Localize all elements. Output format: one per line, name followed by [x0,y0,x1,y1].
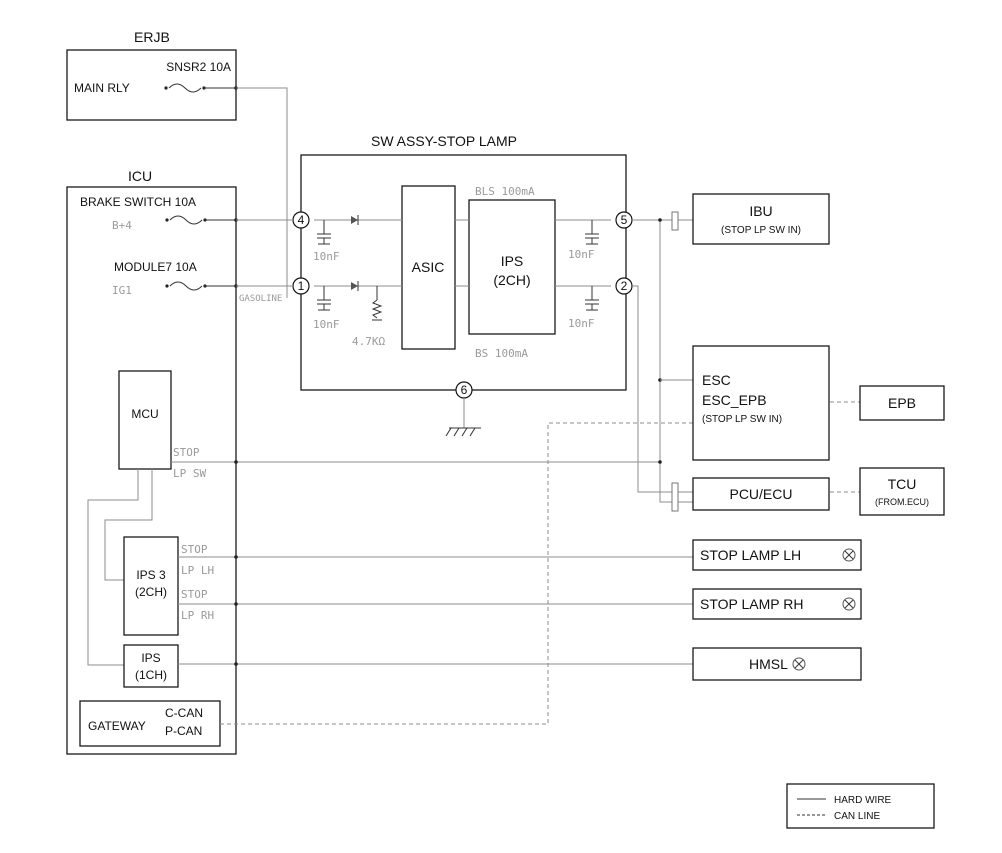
pcu-ecu-title: PCU/ECU [729,486,792,502]
ibu-box [692,193,830,245]
stop-lp-sw-label: STOP [173,446,200,459]
erjb-box [66,49,237,121]
gasoline-label: GASOLINE [239,294,282,304]
stop-lp-lh-label-2: LP LH [181,564,214,577]
ips3-ch-label: (2CH) [135,585,167,599]
ground-icon [445,398,481,437]
legend-hard-wire: HARD WIRE [834,795,892,806]
resistor-icon [371,286,383,321]
epb-box [859,385,945,421]
stop-lp-lh-label: STOP [181,543,208,556]
pin-2: 2 [615,277,633,295]
capacitor-icon [317,220,331,245]
gateway-block [79,700,221,747]
fuse-icon [164,83,206,93]
ips-label: IPS [501,253,524,269]
stop-lp-sw-label-2: LP SW [173,467,206,480]
cap-label: 10nF [568,317,595,330]
erjb-title: ERJB [134,29,170,45]
icu-title: ICU [128,168,152,184]
module7-label: MODULE7 10A [114,260,197,274]
tcu-box [859,467,945,516]
ips1-label: IPS [141,651,160,665]
cap-label: 10nF [313,250,340,263]
ips-2ch-block [468,199,556,335]
stop-lp-rh-label: STOP [181,588,208,601]
hmsl-label: HMSL [749,656,788,672]
stop-lp-rh-label-2: LP RH [181,609,214,622]
lamp-bulb-icon [792,657,806,671]
stop-lamp-lh-box [692,539,862,571]
erjb-relay-label: MAIN RLY [74,81,130,95]
brake-switch-label: BRAKE SWITCH 10A [80,195,196,209]
sw-assy-title: SW ASSY-STOP LAMP [371,133,517,149]
ibu-title: IBU [749,203,772,219]
esc-label: ESC [702,372,731,388]
stop-lamp-rh-label: STOP LAMP RH [700,596,803,612]
pin-6: 6 [455,381,473,399]
esc-box [692,345,830,461]
p-can-label: P-CAN [165,724,202,738]
resistor-label: 4.7KΩ [352,335,385,348]
bls-label: BLS 100mA [475,185,535,198]
pin-4: 4 [292,211,310,229]
svg-text:5: 5 [621,213,628,227]
tcu-sub: (FROM.ECU) [875,497,929,507]
sw-assy-box [300,154,627,391]
asic-label: ASIC [412,259,445,275]
b4-label: B+4 [112,219,132,232]
ips3-block [123,536,179,636]
asic-block [401,185,456,350]
ips1-ch-label: (1CH) [135,668,167,682]
stop-lamp-lh-label: STOP LAMP LH [700,547,801,563]
svg-text:4: 4 [298,213,305,227]
bs-label: BS 100mA [475,347,528,360]
capacitor-icon [585,220,599,245]
capacitor-icon [317,286,331,311]
svg-text:1: 1 [298,279,305,293]
cap-label: 10nF [313,318,340,331]
svg-text:6: 6 [461,383,468,397]
cap-label: 10nF [568,248,595,261]
capacitor-icon [585,286,599,311]
lamp-bulb-icon [842,548,856,562]
ig1-label: IG1 [112,284,132,297]
lamp-bulb-icon [842,597,856,611]
ips-ch-label: (2CH) [493,272,530,288]
pin-5: 5 [615,211,633,229]
esc-epb-label: ESC_EPB [702,392,767,408]
svg-text:2: 2 [621,279,628,293]
connector-icon [671,211,679,231]
c-can-label: C-CAN [165,706,203,720]
hmsl-box [692,647,862,681]
mcu-label: MCU [131,407,158,421]
pcu-ecu-box [692,477,830,511]
ips1-block [123,644,179,688]
epb-title: EPB [888,395,916,411]
mcu-block [118,370,172,470]
ibu-sub: (STOP LP SW IN) [721,225,801,236]
ips3-label: IPS 3 [136,568,166,582]
gateway-label: GATEWAY [88,719,146,733]
esc-sub: (STOP LP SW IN) [702,414,782,425]
legend-can-line: CAN LINE [834,811,880,822]
tcu-title: TCU [888,476,917,492]
diode-icon [351,281,359,291]
connector-icon [671,482,679,512]
diode-icon [351,215,359,225]
legend-box [786,783,935,829]
pin-1: 1 [292,277,310,295]
stop-lamp-rh-box [692,588,862,620]
erjb-fuse-label: SNSR2 10A [166,60,231,74]
